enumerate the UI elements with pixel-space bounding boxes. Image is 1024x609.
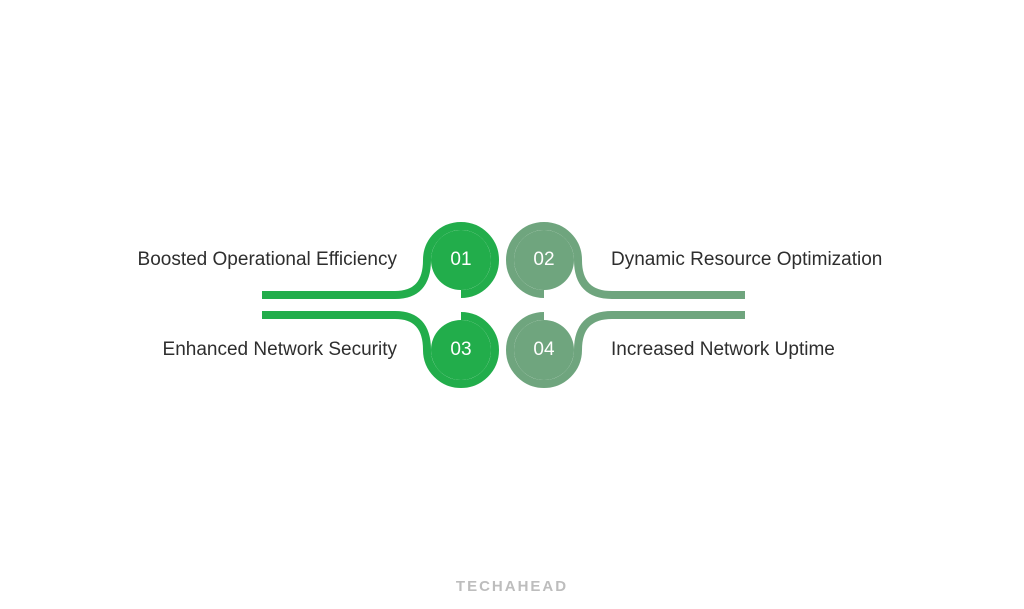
brand-logo: TECHAHEAD bbox=[455, 578, 569, 595]
connector-03 bbox=[262, 311, 499, 388]
step-label-01: Boosted Operational Efficiency bbox=[137, 249, 397, 270]
step-number-04: 04 bbox=[533, 339, 555, 360]
step-label-04: Increased Network Uptime bbox=[611, 339, 835, 360]
connector-01 bbox=[262, 222, 499, 299]
step-number-01: 01 bbox=[450, 249, 472, 270]
step-label-02: Dynamic Resource Optimization bbox=[611, 249, 883, 270]
connector-02 bbox=[506, 222, 745, 299]
step-label-03: Enhanced Network Security bbox=[162, 339, 397, 360]
step-number-02: 02 bbox=[533, 249, 555, 270]
connector-04 bbox=[506, 311, 745, 388]
step-number-03: 03 bbox=[450, 339, 472, 360]
